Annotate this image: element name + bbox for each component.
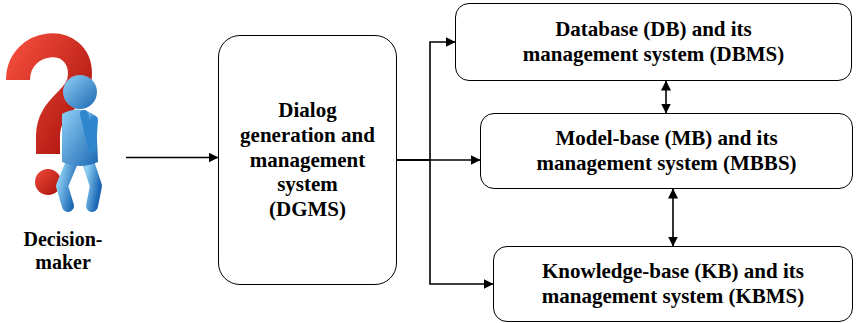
component-box: Model-base (MB) and its management syste… [480, 113, 853, 189]
flow-arrow [397, 160, 493, 284]
flow-arrow [397, 42, 455, 160]
box-label: Model-base (MB) and its management syste… [517, 126, 817, 176]
double-arrow [665, 81, 667, 113]
box-label: Dialog generation and management system … [240, 98, 375, 222]
dialog-box: Dialog generation and management system … [218, 35, 397, 285]
component-box: Knowledge-base (KB) and its management s… [493, 246, 853, 322]
thinking-person [62, 75, 98, 206]
component-box: Database (DB) and its management system … [455, 3, 852, 81]
double-arrow [672, 189, 674, 246]
actor-label: Decision-maker [13, 228, 113, 275]
flow-arrow [126, 157, 218, 159]
box-label: Database (DB) and its management system … [504, 17, 804, 67]
actor-figure: Decision-maker [0, 30, 126, 285]
box-label: Knowledge-base (KB) and its management s… [523, 259, 823, 309]
